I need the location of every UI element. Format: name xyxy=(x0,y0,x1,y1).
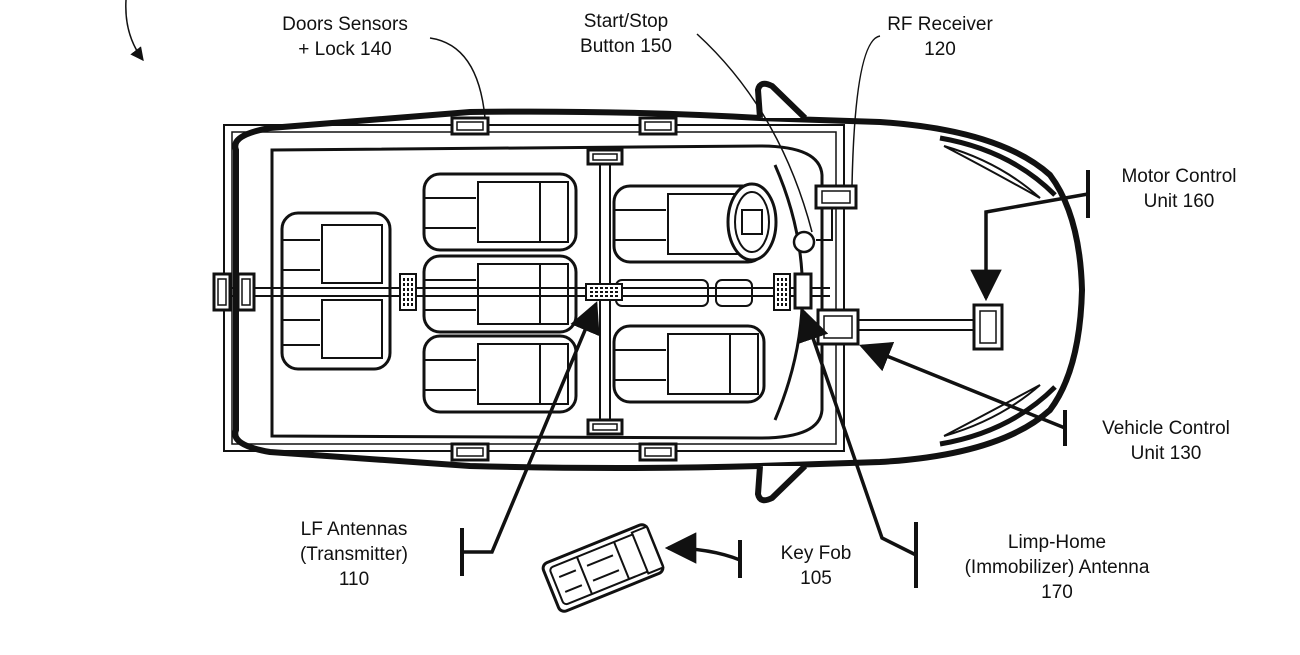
lf-antenna-modules xyxy=(399,273,791,311)
figure-reference-arrow xyxy=(125,0,144,62)
label-key-fob: Key Fob 105 xyxy=(781,543,852,589)
front-seats xyxy=(612,184,766,404)
rf-receiver-module xyxy=(814,184,858,210)
label-rf-line1: RF Receiver xyxy=(887,14,993,35)
label-rf-line2: 120 xyxy=(924,39,956,60)
vehicle-control-unit xyxy=(816,308,860,346)
label-vcu-line2: Unit 130 xyxy=(1131,443,1202,464)
door-sensor-modules xyxy=(212,116,678,462)
leader-lines xyxy=(429,33,1090,588)
middle-seats xyxy=(422,172,578,414)
label-limp-line1: Limp-Home xyxy=(1008,532,1106,553)
motor-control-unit xyxy=(972,303,1004,351)
label-lf-line3: 110 xyxy=(339,569,369,590)
label-mcu-line1: Motor Control xyxy=(1121,166,1236,187)
label-limp-line2: (Immobilizer) Antenna xyxy=(965,557,1150,578)
label-limp-line3: 170 xyxy=(1041,582,1073,603)
label-doors-sensors: Doors Sensors + Lock 140 xyxy=(282,14,408,60)
label-mcu-line2: Unit 160 xyxy=(1144,191,1215,212)
label-rf-receiver: RF Receiver 120 xyxy=(887,14,993,60)
label-vcu-line1: Vehicle Control xyxy=(1102,418,1230,439)
label-doors-line2: + Lock 140 xyxy=(298,39,392,60)
label-doors-line1: Doors Sensors xyxy=(282,14,408,35)
label-lf-line1: LF Antennas xyxy=(301,519,408,540)
start-stop-button xyxy=(792,230,816,254)
label-fob-line2: 105 xyxy=(800,568,832,589)
steering-wheel xyxy=(726,182,778,262)
label-motor-control: Motor Control Unit 160 xyxy=(1121,166,1236,212)
label-start-stop: Start/Stop Button 150 xyxy=(580,11,672,57)
label-lf-line2: (Transmitter) xyxy=(300,544,408,565)
key-fob-icon xyxy=(541,523,665,613)
label-start-line1: Start/Stop xyxy=(584,11,669,32)
label-vehicle-control: Vehicle Control Unit 130 xyxy=(1102,418,1230,464)
label-lf-antennas: LF Antennas (Transmitter) 110 xyxy=(300,519,408,590)
label-limp-home: Limp-Home (Immobilizer) Antenna 170 xyxy=(965,532,1150,603)
label-fob-line1: Key Fob xyxy=(781,543,852,564)
label-start-line2: Button 150 xyxy=(580,36,672,57)
rear-bench-seat xyxy=(280,211,392,371)
immobilizer-antenna xyxy=(793,272,813,310)
